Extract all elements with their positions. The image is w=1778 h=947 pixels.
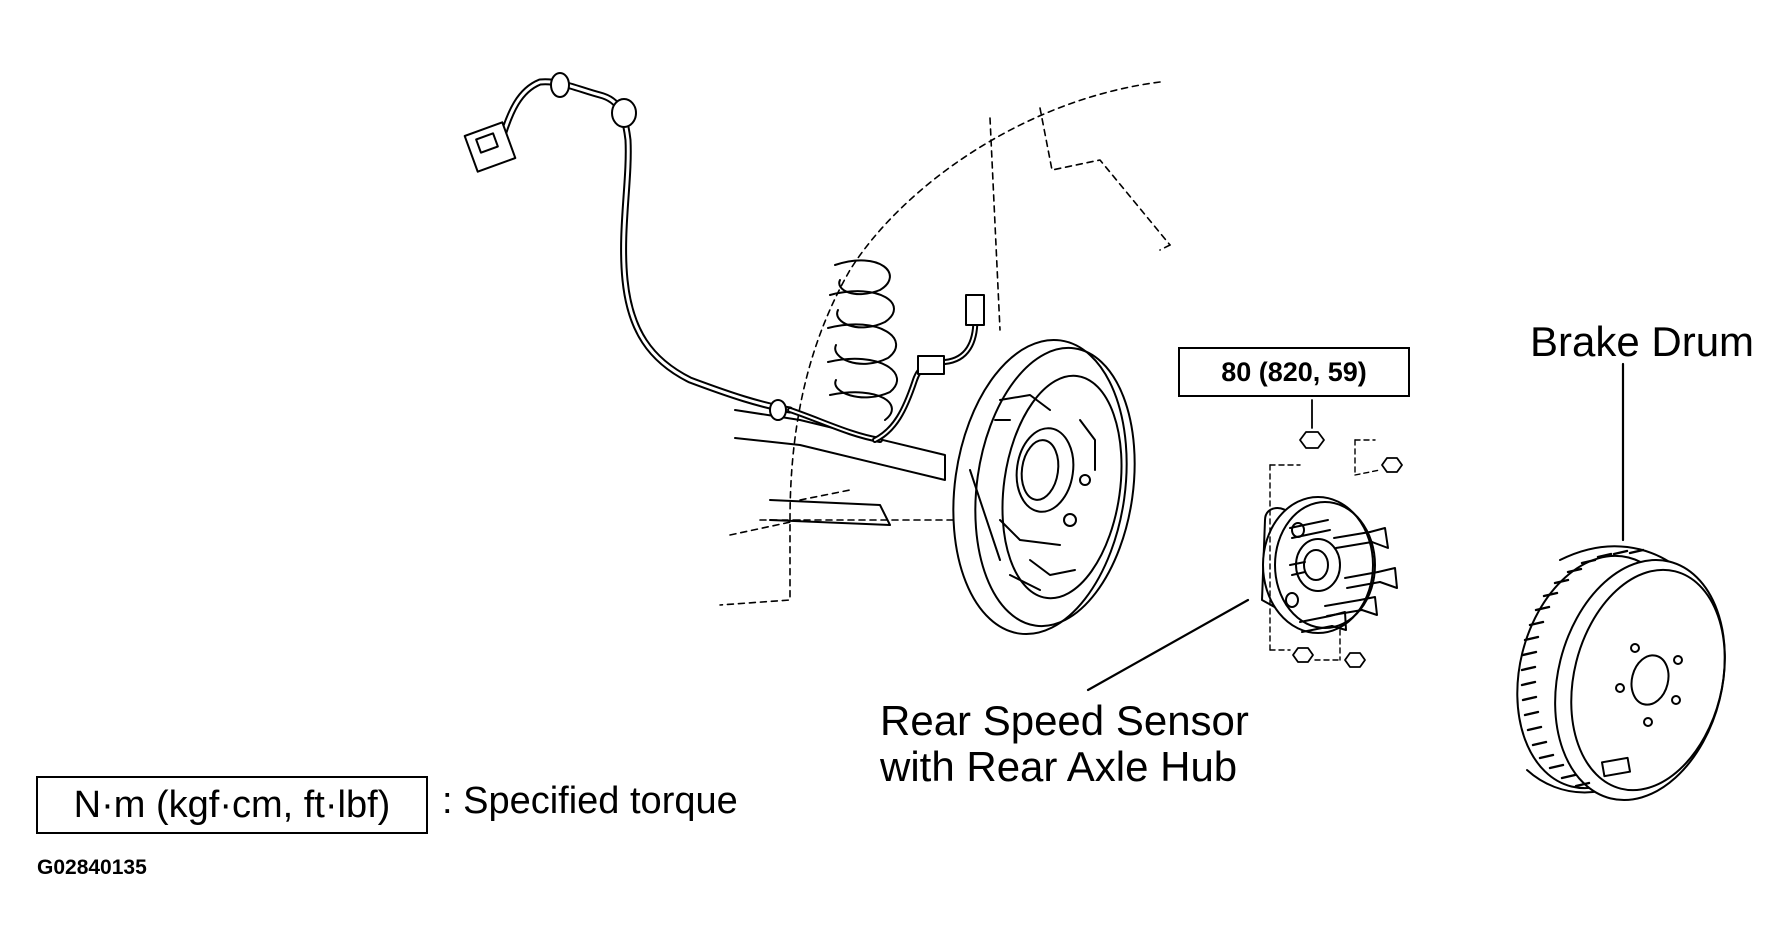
legend-unit-text: N·m (kgf·cm, ft·lbf) [73, 783, 391, 826]
suspension-arm [734, 409, 946, 526]
axle-hub-icon [1261, 496, 1398, 634]
legend-unit-box: N·m (kgf·cm, ft·lbf) [36, 776, 428, 834]
wire-harness-icon [463, 72, 883, 443]
figure-id: G02840135 [37, 856, 147, 879]
sensor-label-line2: with Rear Axle Hub [880, 743, 1238, 790]
leader-lines [1086, 362, 1625, 692]
hub-nut-icon [1292, 399, 1403, 668]
drum-fins [1520, 548, 1645, 788]
torque-spec-box: 80 (820, 59) [1178, 347, 1410, 397]
brake-drum-label: Brake Drum [1530, 318, 1755, 365]
brake-backing-plate-icon [952, 338, 1136, 636]
torque-value: 80 (820, 59) [1221, 356, 1367, 387]
legend-description: : Specified torque [442, 780, 738, 822]
alignment-guides [1269, 439, 1381, 661]
brake-hose [872, 294, 985, 443]
brake-drum-icon [1516, 545, 1726, 802]
coil-spring-icon [827, 259, 898, 421]
sensor-label-line1: Rear Speed Sensor [880, 697, 1249, 744]
